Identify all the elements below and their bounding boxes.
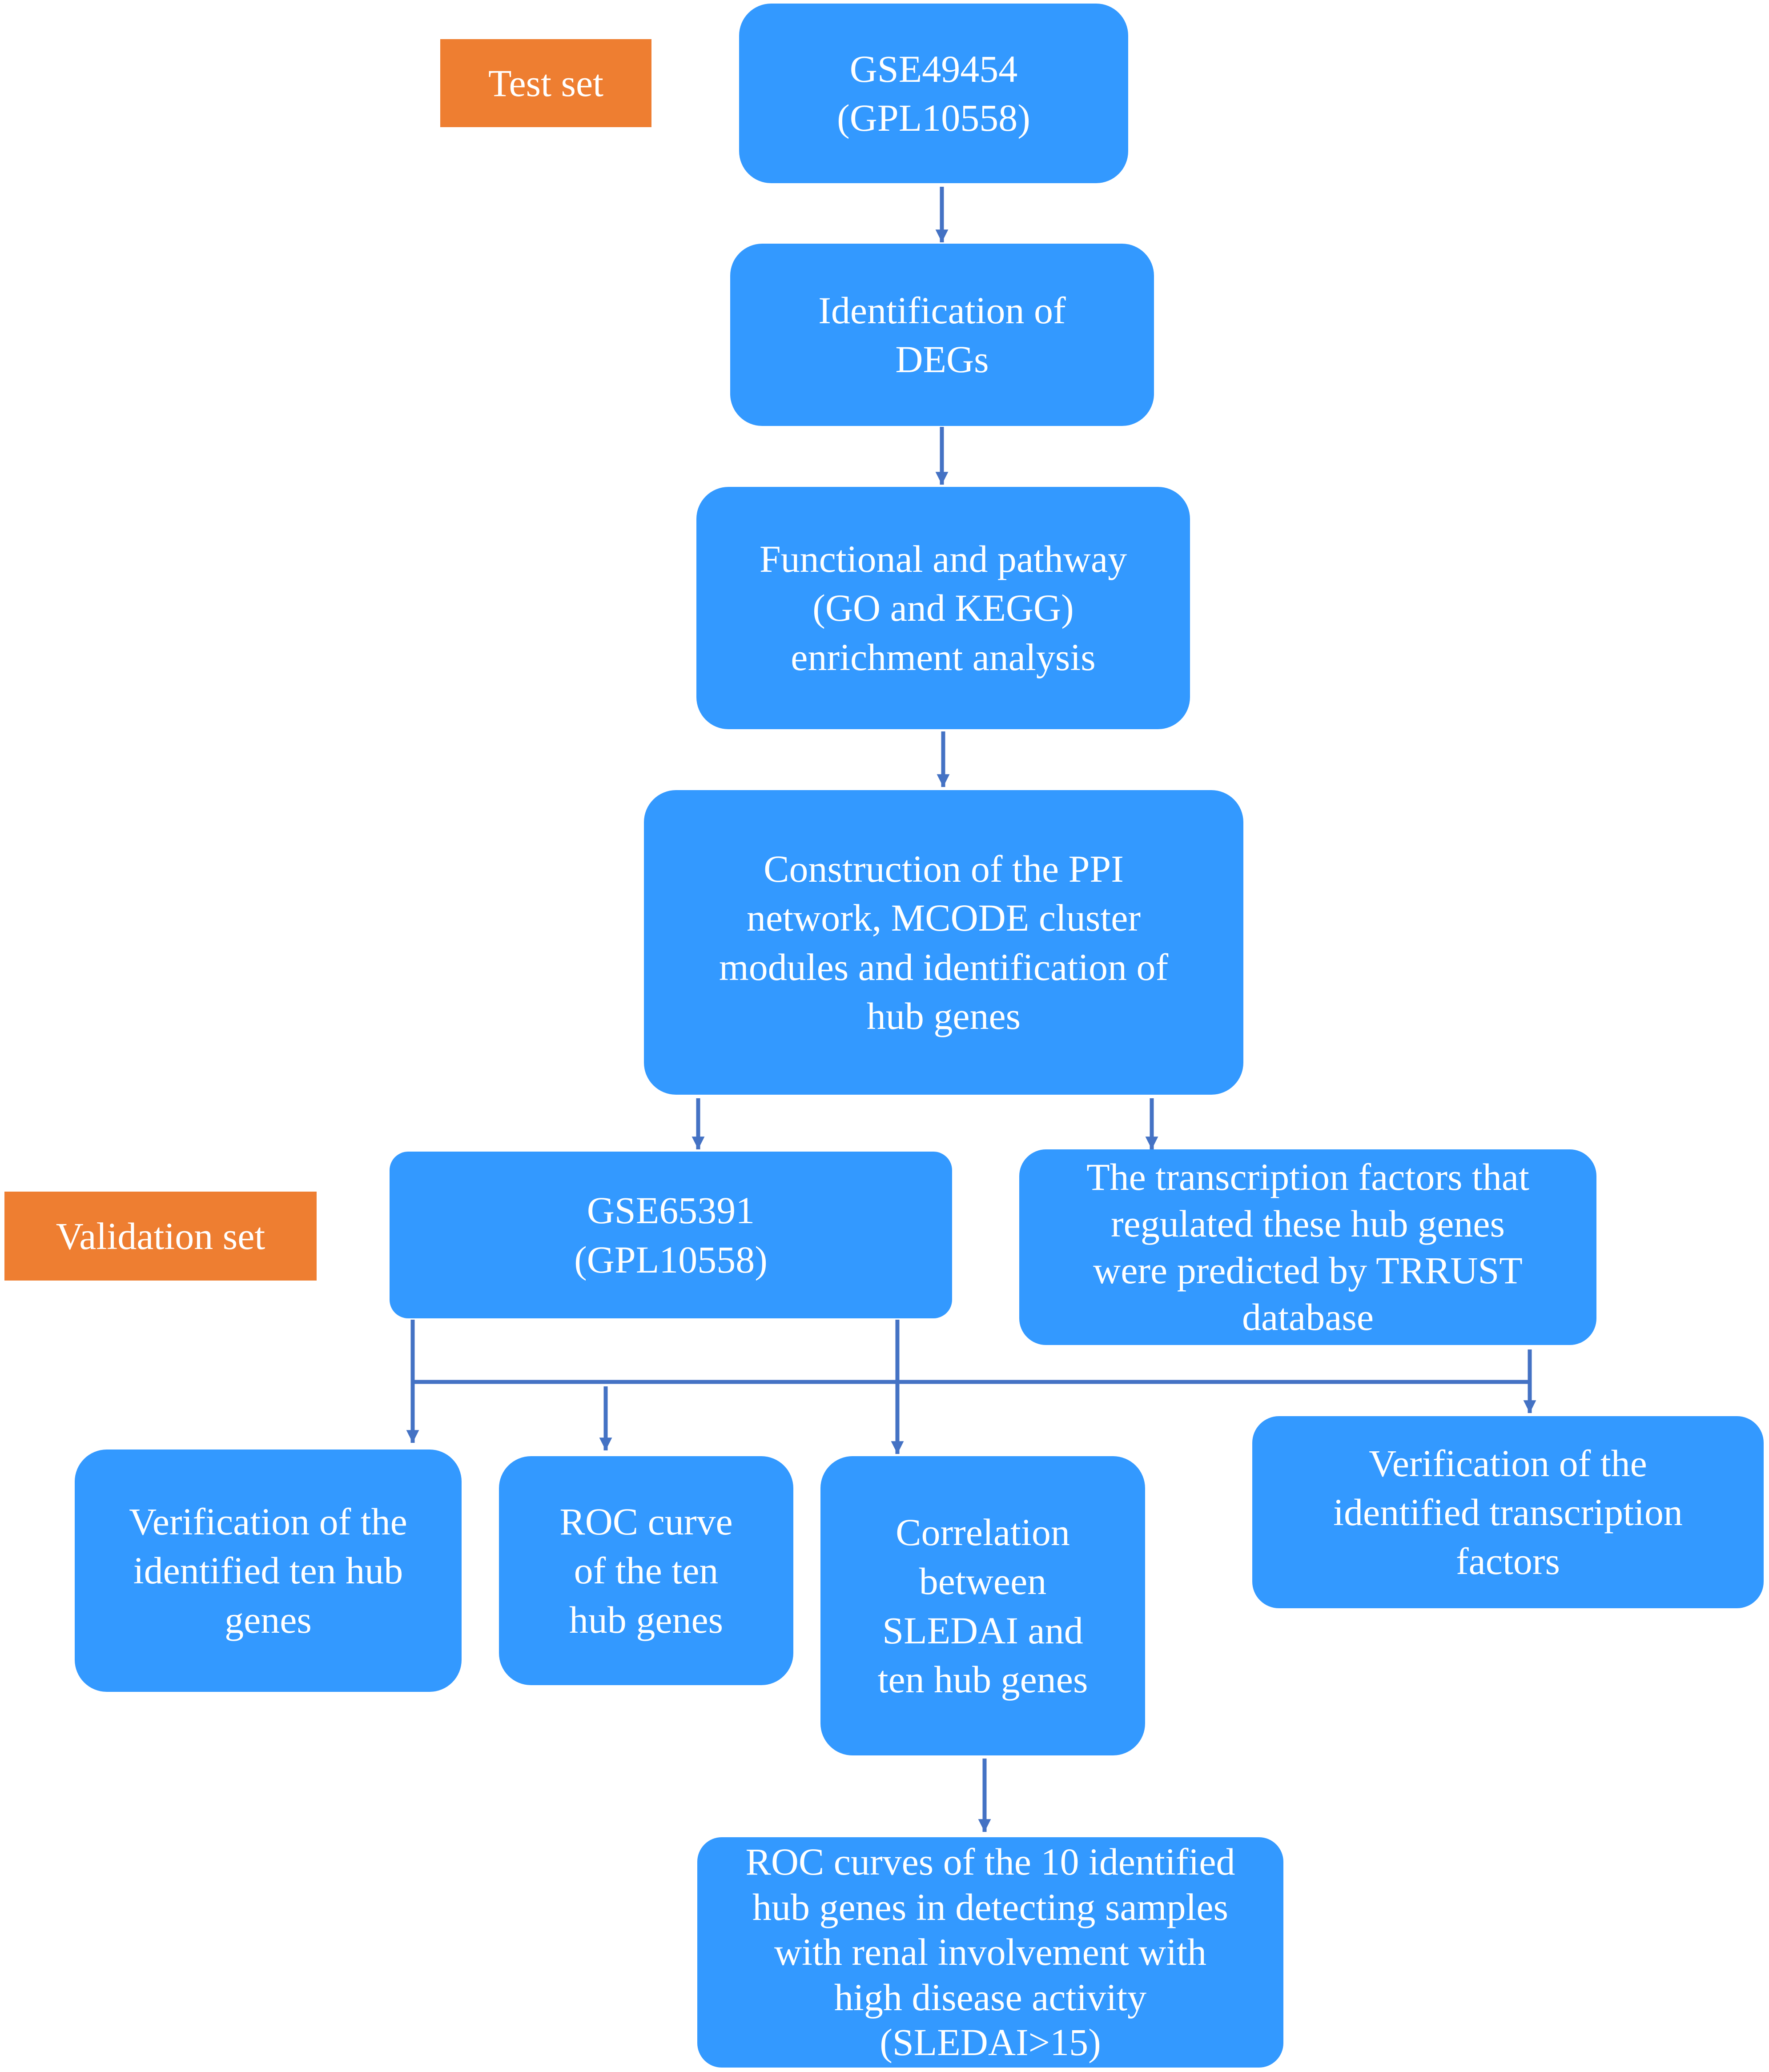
- node-text-line: (GPL10558): [574, 1238, 768, 1281]
- node-text-line: GSE65391: [587, 1189, 755, 1232]
- node-text-line: (GO and KEGG): [812, 586, 1074, 630]
- node-text-line: hub genes: [569, 1598, 724, 1641]
- node-text-line: genes: [225, 1598, 312, 1641]
- node-text-line: hub genes in detecting samples: [752, 1885, 1228, 1928]
- node-text-line: high disease activity: [834, 1976, 1147, 2019]
- validation-set-tag: Validation set: [4, 1192, 317, 1281]
- gse65391-box: GSE65391 (GPL10558): [390, 1152, 952, 1318]
- transcription-factors-box: The transcription factors that regulated…: [1019, 1149, 1596, 1345]
- node-text-line: (GPL10558): [837, 96, 1030, 139]
- node-text-line: factors: [1456, 1540, 1560, 1583]
- node-text-line: Verification of the: [1369, 1442, 1647, 1485]
- roc-renal-involvement-box: ROC curves of the 10 identified hub gene…: [697, 1837, 1283, 2068]
- node-text-line: Functional and pathway: [759, 538, 1127, 581]
- node-text-line: SLEDAI and: [882, 1609, 1083, 1652]
- node-text-line: were predicted by TRRUST: [1093, 1249, 1523, 1292]
- roc-curve-box: ROC curve of the ten hub genes: [499, 1456, 793, 1685]
- verify-transcription-factors-box: Verification of the identified transcrip…: [1252, 1416, 1764, 1608]
- sledai-correlation-box: Correlation between SLEDAI and ten hub g…: [820, 1456, 1145, 1755]
- node-text-line: ROC curves of the 10 identified: [745, 1840, 1235, 1883]
- node-text-line: Construction of the PPI: [764, 847, 1124, 891]
- node-text-line: Correlation: [896, 1511, 1070, 1554]
- test-set-tag: Test set: [440, 39, 651, 127]
- node-text-line: network, MCODE cluster: [746, 896, 1141, 940]
- node-text-line: Verification of the: [129, 1500, 407, 1543]
- node-text-line: ten hub genes: [877, 1658, 1088, 1701]
- node-text-line: Identification of: [818, 289, 1066, 332]
- node-text-line: of the ten: [574, 1549, 719, 1592]
- node-text-line: hub genes: [866, 994, 1021, 1037]
- node-text-line: identified ten hub: [133, 1549, 403, 1592]
- node-text-line: (SLEDAI>15): [880, 2021, 1101, 2064]
- node-text-line: DEGs: [895, 338, 989, 381]
- gse49454-box: GSE49454 (GPL10558): [739, 4, 1128, 183]
- node-text-line: The transcription factors that: [1086, 1156, 1529, 1199]
- degs-identification-box: Identification of DEGs: [730, 244, 1154, 426]
- node-text-line: with renal involvement with: [774, 1931, 1207, 1974]
- node-text-line: regulated these hub genes: [1111, 1202, 1505, 1245]
- node-text-line: between: [919, 1560, 1047, 1603]
- node-text-line: enrichment analysis: [791, 635, 1096, 679]
- node-text-line: identified transcription: [1333, 1490, 1683, 1534]
- ppi-network-box: Construction of the PPI network, MCODE c…: [644, 790, 1243, 1095]
- verify-hub-genes-box: Verification of the identified ten hub g…: [75, 1450, 462, 1692]
- node-text-line: database: [1242, 1295, 1374, 1338]
- node-text-line: modules and identification of: [719, 945, 1169, 988]
- enrichment-analysis-box: Functional and pathway (GO and KEGG) enr…: [696, 487, 1190, 729]
- node-text-line: GSE49454: [849, 47, 1018, 90]
- node-text-line: ROC curve: [559, 1500, 733, 1543]
